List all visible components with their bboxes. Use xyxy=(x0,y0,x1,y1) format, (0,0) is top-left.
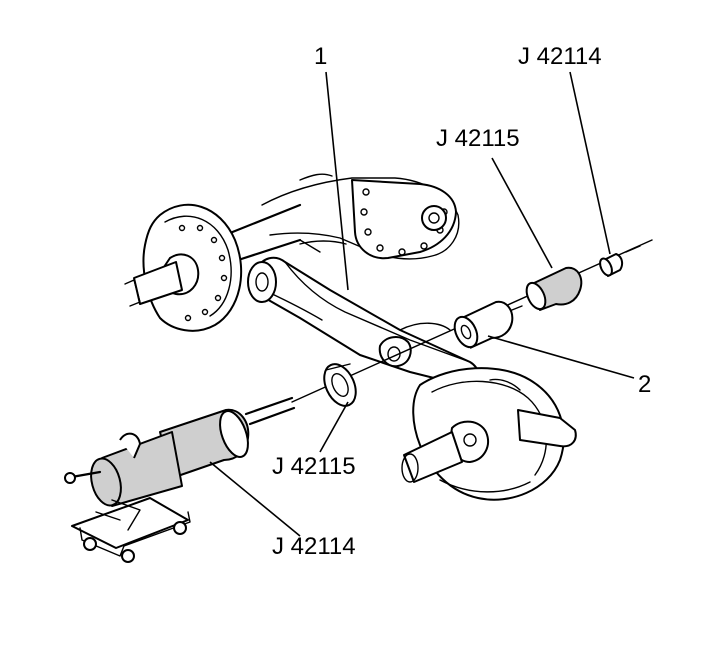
nut-top xyxy=(599,253,624,277)
leader-j42114-bottom xyxy=(209,461,301,537)
leader-j42115-top xyxy=(491,157,553,269)
receiver-cup-top xyxy=(525,266,583,311)
threaded-rod-end xyxy=(625,245,641,253)
callout-j42115-bottom: J 42115 xyxy=(272,453,356,480)
hydraulic-ram-tool xyxy=(64,396,296,507)
leader-j42115-bottom xyxy=(319,401,349,453)
callout-j42115-top: J 42115 xyxy=(436,125,520,152)
callout-1: 1 xyxy=(314,43,327,70)
leader-item-1 xyxy=(325,71,349,291)
leader-item-2 xyxy=(487,335,635,379)
leader-lines xyxy=(209,71,635,537)
differential-housing xyxy=(261,173,460,260)
right-brake-backing-plate xyxy=(401,367,577,501)
leader-j42114-top xyxy=(569,71,611,255)
callout-2: 2 xyxy=(638,371,651,398)
left-axle-tube xyxy=(223,203,302,264)
bushing xyxy=(453,300,523,349)
callout-j42114-bottom: J 42114 xyxy=(272,533,356,560)
left-brake-backing-plate xyxy=(124,203,243,332)
installer-cup-bottom xyxy=(323,363,357,407)
callout-j42114-top: J 42114 xyxy=(518,43,602,70)
axle-trailing-arm xyxy=(247,239,480,389)
ram-base-stand xyxy=(71,497,191,563)
